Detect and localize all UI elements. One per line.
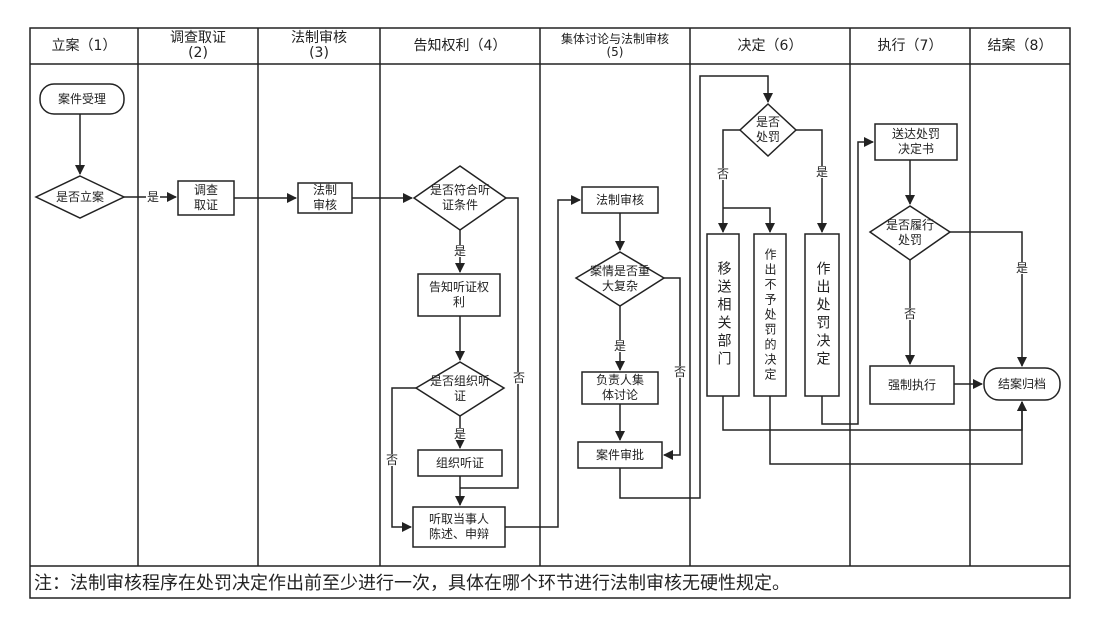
hear-party-node: 听取当事人 陈述、申辩 bbox=[428, 512, 489, 541]
lane-header-execution: 执行（7） bbox=[877, 37, 943, 54]
label-yes-punish: 是 bbox=[815, 165, 830, 179]
is-filed-decision: 是否立案 bbox=[55, 189, 104, 204]
label-yes-filed: 是 bbox=[146, 190, 161, 204]
organize-hearing-node: 组织听证 bbox=[435, 455, 484, 470]
label-no-fulfilled: 否 bbox=[903, 307, 918, 321]
footnote: 注：法制审核程序在处罚决定作出前至少进行一次，具体在哪个环节进行法制审核无硬性规… bbox=[34, 573, 790, 594]
collective-shape bbox=[581, 371, 659, 405]
legal-review-1-shape bbox=[297, 182, 353, 214]
transfer-node: 移送相关部门 bbox=[707, 234, 739, 396]
organize-hearing-decision: 是否组织听 证 bbox=[429, 374, 490, 403]
case-accept-node: 案件受理 bbox=[57, 91, 106, 106]
lane-header-decision: 决定（6） bbox=[737, 37, 803, 54]
swimlane-grid bbox=[29, 27, 1071, 599]
is-filed-shape bbox=[34, 175, 126, 219]
connectors bbox=[75, 75, 1027, 532]
lane-header-inform-rights: 告知权利（4） bbox=[413, 37, 507, 54]
no-punish-node-label: 作出不予处罚的决定 bbox=[763, 247, 777, 383]
approve-shape bbox=[577, 441, 663, 469]
collective-discussion-node: 负责人集 体讨论 bbox=[595, 373, 644, 402]
label-yes-fulfilled: 是 bbox=[1015, 261, 1030, 275]
label-yes-complex: 是 bbox=[613, 339, 628, 353]
complex-case-decision: 案情是否重 大复杂 bbox=[589, 264, 650, 293]
lane-header-filing: 立案（1） bbox=[51, 37, 117, 54]
hear-party-shape bbox=[412, 506, 506, 548]
inform-hearing-shape bbox=[417, 273, 501, 317]
legal-review-node-1: 法制 审核 bbox=[312, 183, 337, 212]
legal-review-node-2: 法制审核 bbox=[595, 192, 644, 207]
punish-node-label: 作出处罚决定 bbox=[814, 261, 831, 369]
archive-shape bbox=[983, 367, 1061, 401]
no-punish-shape bbox=[753, 233, 787, 397]
label-no-hearing-cond: 否 bbox=[512, 371, 527, 385]
lane-header-legal-review: 法制审核 (3) bbox=[291, 30, 347, 61]
enforce-node: 强制执行 bbox=[887, 377, 936, 392]
label-no-complex: 否 bbox=[673, 365, 688, 379]
archive-node: 结案归档 bbox=[997, 376, 1046, 391]
label-no-punish: 否 bbox=[716, 167, 731, 181]
deliver-decision-node: 送达处罚 决定书 bbox=[891, 127, 940, 156]
fulfilled-decision: 是否履行 处罚 bbox=[885, 218, 934, 247]
lane-header-collective-discussion: 集体讨论与法制审核 (5) bbox=[560, 32, 669, 59]
case-approval-node: 案件审批 bbox=[595, 447, 644, 462]
lane-header-investigation: 调查取证 (2) bbox=[170, 30, 226, 61]
case-accept-shape bbox=[39, 83, 125, 115]
hearing-condition-decision: 是否符合听 证条件 bbox=[429, 183, 490, 212]
label-yes-hearing-cond: 是 bbox=[453, 244, 468, 258]
punish-node: 作出处罚决定 bbox=[805, 234, 839, 396]
punish-q-shape bbox=[738, 102, 798, 158]
label-no-organize: 否 bbox=[385, 453, 400, 467]
label-yes-organize: 是 bbox=[453, 427, 468, 441]
punish-decision: 是否 处罚 bbox=[755, 115, 780, 144]
deliver-shape bbox=[874, 123, 958, 161]
lane-header-closing: 结案（8） bbox=[987, 37, 1053, 54]
transfer-node-label: 移送相关部门 bbox=[715, 261, 732, 369]
investigate-shape bbox=[177, 180, 235, 216]
inform-hearing-node: 告知听证权 利 bbox=[428, 280, 489, 309]
punish-shape bbox=[804, 233, 840, 397]
enforce-shape bbox=[869, 365, 955, 405]
investigate-node: 调查 取证 bbox=[193, 183, 218, 212]
no-punish-node: 作出不予处罚的决定 bbox=[754, 234, 786, 396]
